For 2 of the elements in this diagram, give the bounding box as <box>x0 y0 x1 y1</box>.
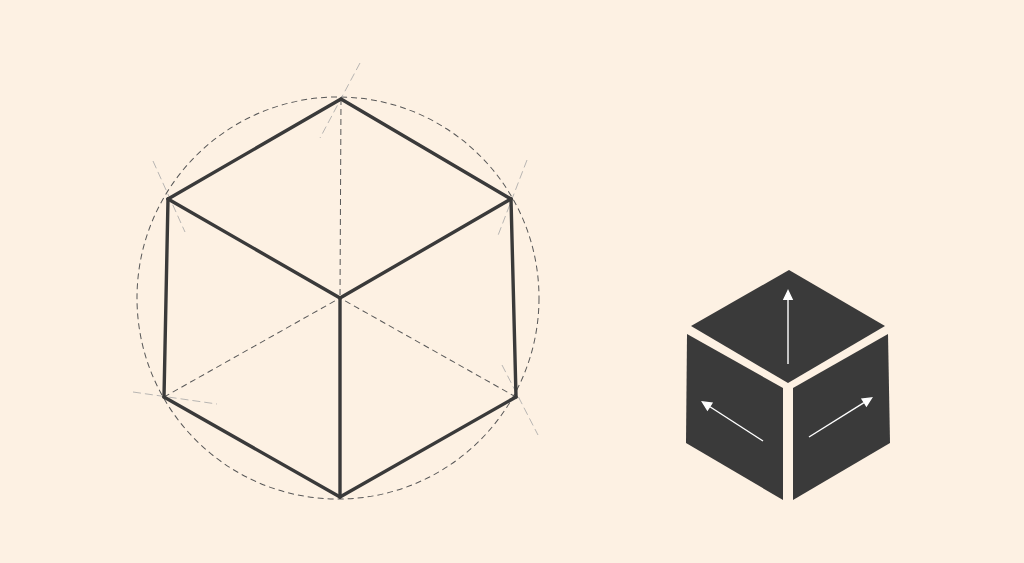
cube-construction-drawing <box>132 62 540 500</box>
cube-icon <box>686 270 890 500</box>
